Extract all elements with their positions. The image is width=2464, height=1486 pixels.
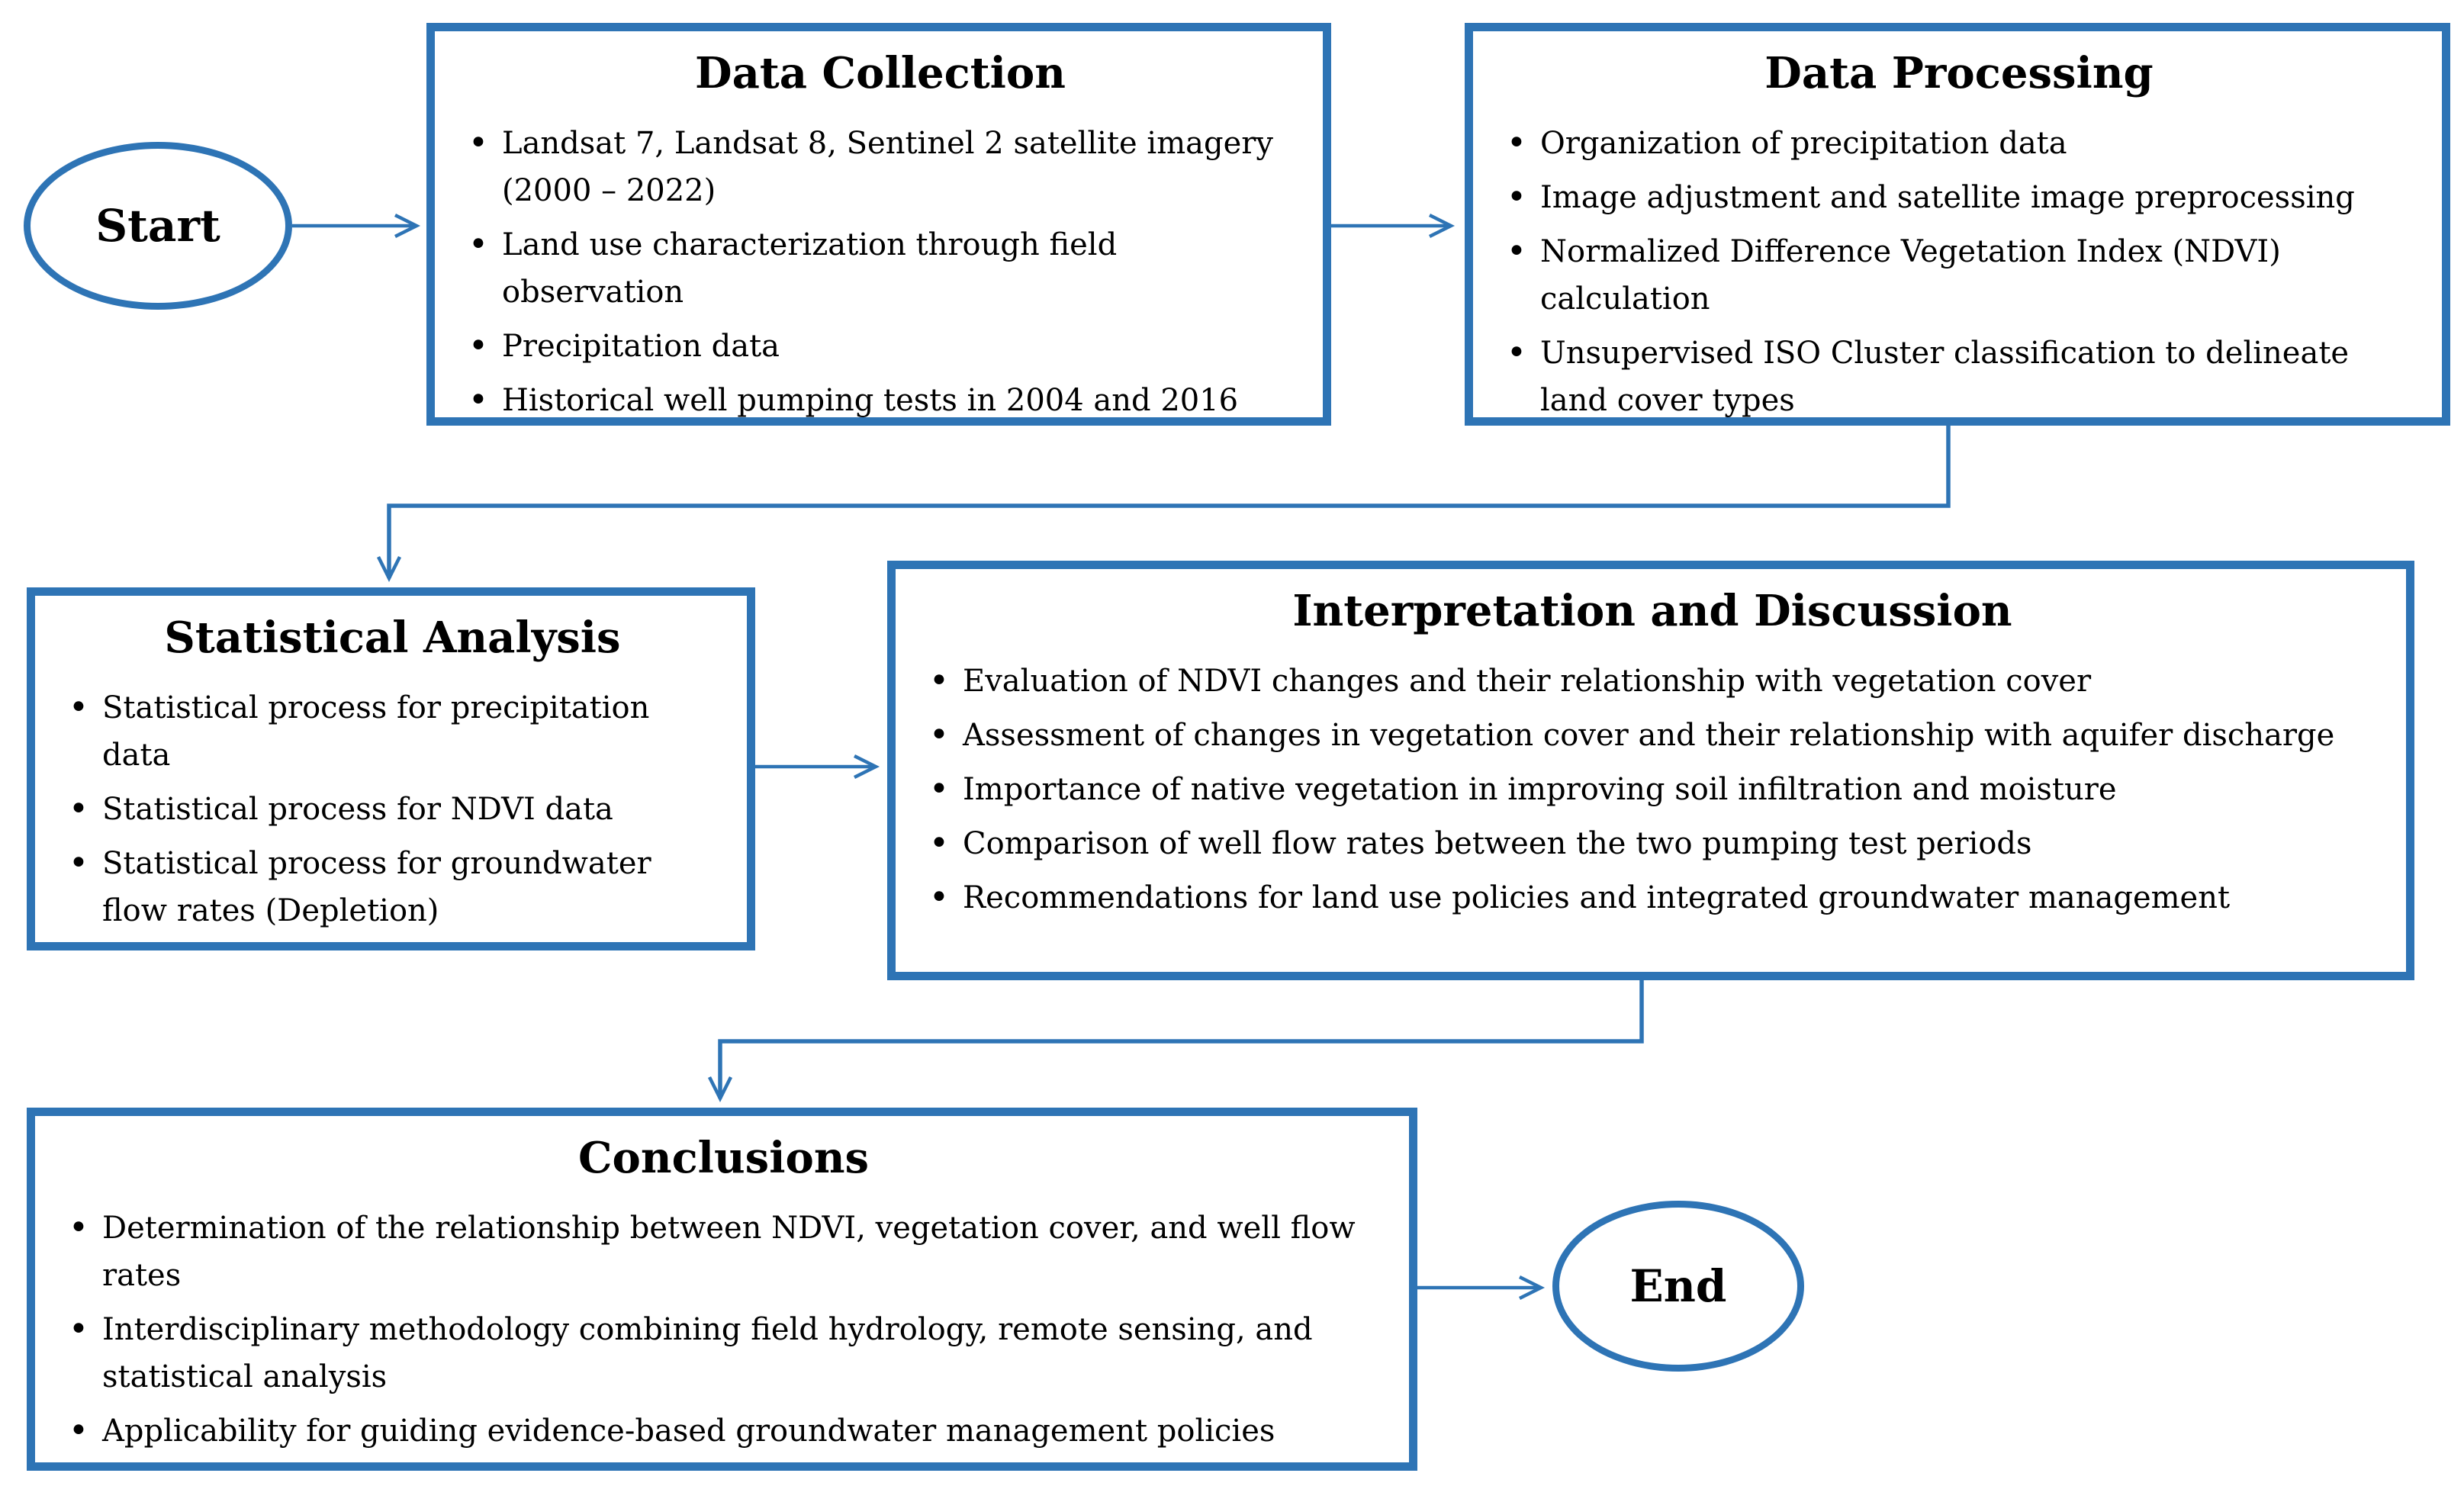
bullet-list: Statistical process for precipitation da… <box>66 684 719 934</box>
box-title: Data Collection <box>695 48 1066 98</box>
bullet-item: Statistical process for NDVI data <box>66 786 719 833</box>
arrow-interpretation-to-conclusions <box>707 980 1644 1103</box>
box-data-collection: Data Collection Landsat 7, Landsat 8, Se… <box>426 23 1331 426</box>
end-label: End <box>1629 1260 1727 1312</box>
bullet-item: Unsupervised ISO Cluster classification … <box>1504 330 2414 424</box>
bullet-list: Organization of precipitation dataImage … <box>1504 120 2414 424</box>
box-title: Conclusions <box>577 1133 870 1183</box>
bullet-item: Land use characterization through field … <box>465 221 1295 316</box>
box-title: Interpretation and Discussion <box>1292 586 2012 636</box>
bullet-item: Normalized Difference Vegetation Index (… <box>1504 228 2414 323</box>
bullet-item: Historical well pumping tests in 2004 an… <box>465 377 1295 424</box>
bullet-item: Statistical process for groundwater flow… <box>66 840 719 934</box>
bullet-item: Applicability for guiding evidence-based… <box>66 1407 1382 1455</box>
box-title: Data Processing <box>1764 48 2154 98</box>
arrow-data-processing-to-statistical-analysis <box>376 426 1951 583</box>
bullet-item: Assessment of changes in vegetation cove… <box>926 712 2379 759</box>
bullet-item: Recommendations for land use policies an… <box>926 874 2379 922</box>
end-node: End <box>1552 1201 1804 1372</box>
bullet-item: Evaluation of NDVI changes and their rel… <box>926 658 2379 705</box>
start-label: Start <box>95 200 220 252</box>
bullet-item: Organization of precipitation data <box>1504 120 2414 167</box>
bullet-item: Statistical process for precipitation da… <box>66 684 719 779</box>
bullet-item: Comparison of well flow rates between th… <box>926 820 2379 867</box>
bullet-list: Landsat 7, Landsat 8, Sentinel 2 satelli… <box>465 120 1295 424</box>
box-statistical-analysis: Statistical Analysis Statistical process… <box>27 587 755 950</box>
bullet-item: Landsat 7, Landsat 8, Sentinel 2 satelli… <box>465 120 1295 214</box>
box-conclusions: Conclusions Determination of the relatio… <box>27 1108 1417 1471</box>
box-interpretation-and-discussion: Interpretation and Discussion Evaluation… <box>887 561 2414 980</box>
bullet-item: Determination of the relationship betwee… <box>66 1205 1382 1299</box>
bullet-item: Image adjustment and satellite image pre… <box>1504 174 2414 221</box>
bullet-item: Precipitation data <box>465 323 1295 370</box>
bullet-list: Evaluation of NDVI changes and their rel… <box>926 658 2379 922</box>
bullet-list: Determination of the relationship betwee… <box>66 1205 1382 1455</box>
start-node: Start <box>24 142 292 310</box>
bullet-item: Interdisciplinary methodology combining … <box>66 1306 1382 1401</box>
box-data-processing: Data Processing Organization of precipit… <box>1465 23 2450 426</box>
bullet-item: Importance of native vegetation in impro… <box>926 766 2379 813</box>
box-title: Statistical Analysis <box>164 613 621 663</box>
